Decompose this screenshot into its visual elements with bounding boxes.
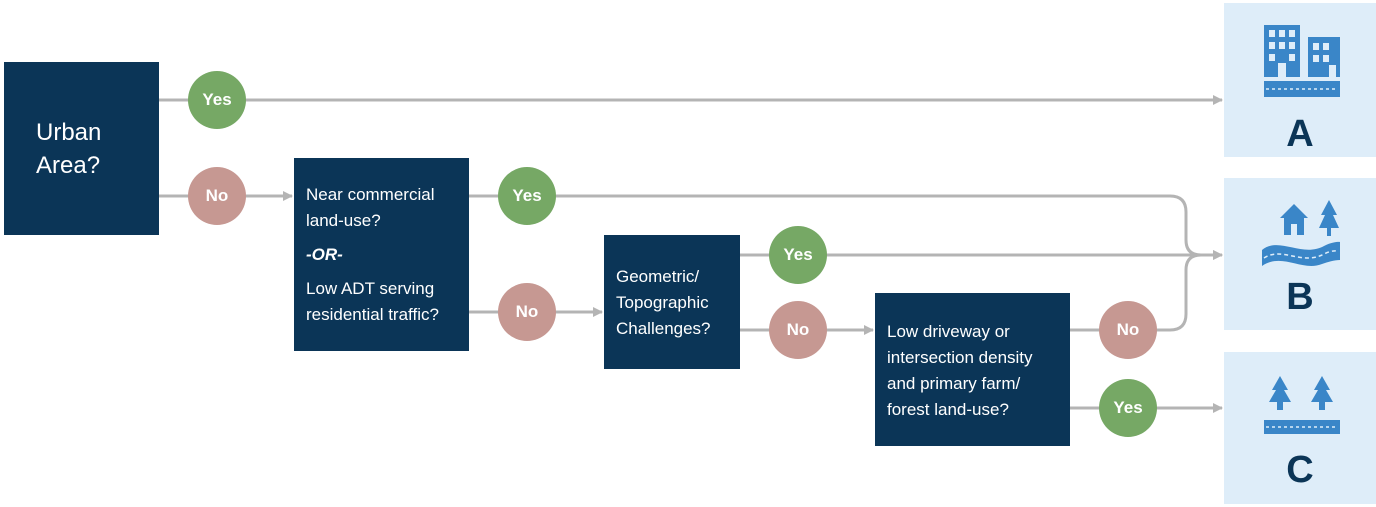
density-no-badge: No bbox=[1099, 301, 1157, 359]
city-buildings-icon bbox=[1264, 25, 1340, 97]
outcome-c-panel: C bbox=[1224, 352, 1376, 504]
decision-commercial-or: -OR- bbox=[306, 245, 343, 264]
decision-geometric-topographic: Geometric/ Topographic Challenges? bbox=[604, 235, 740, 369]
outcome-c-letter: C bbox=[1286, 449, 1314, 491]
commercial-yes-connector bbox=[468, 194, 1223, 260]
decision-density-line-1: Low driveway or bbox=[887, 322, 1010, 341]
forest-trees-road-icon bbox=[1264, 376, 1340, 434]
urban-yes-badge: Yes bbox=[188, 71, 246, 129]
decision-density-line-3: and primary farm/ bbox=[887, 374, 1021, 393]
outcome-b-panel: B bbox=[1224, 178, 1376, 330]
decision-density-line-4: forest land-use? bbox=[887, 400, 1009, 419]
decision-commercial-line-3: Low ADT serving bbox=[306, 279, 435, 298]
commercial-yes-badge: Yes bbox=[498, 167, 556, 225]
decision-geometric-line-2: Topographic bbox=[616, 293, 709, 312]
decision-urban-line-1: Urban bbox=[36, 119, 102, 146]
decision-commercial-line-4: residential traffic? bbox=[306, 305, 439, 324]
urban-no-badge: No bbox=[188, 167, 246, 225]
density-yes-badge: Yes bbox=[1099, 379, 1157, 437]
decision-urban-line-2: Area? bbox=[36, 152, 101, 179]
decision-urban-area: Urban Area? bbox=[4, 62, 159, 235]
decision-geometric-line-3: Challenges? bbox=[616, 319, 711, 338]
outcome-a-letter: A bbox=[1286, 113, 1314, 155]
house-tree-winding-road-icon bbox=[1262, 200, 1340, 266]
outcome-b-letter: B bbox=[1286, 276, 1314, 318]
commercial-no-badge: No bbox=[498, 283, 556, 341]
geometric-no-badge: No bbox=[769, 301, 827, 359]
decision-commercial-line-1: Near commercial bbox=[306, 185, 435, 204]
geometric-yes-badge: Yes bbox=[769, 226, 827, 284]
decision-density-line-2: intersection density bbox=[887, 348, 1033, 367]
decision-commercial-land-use: Near commercial land-use? -OR- Low ADT s… bbox=[294, 158, 469, 351]
decision-geometric-line-1: Geometric/ bbox=[616, 267, 700, 286]
outcome-a-panel: A bbox=[1224, 3, 1376, 157]
density-no-connector bbox=[1070, 253, 1202, 332]
decision-driveway-density: Low driveway or intersection density and… bbox=[875, 293, 1070, 446]
decision-commercial-line-2: land-use? bbox=[306, 211, 381, 230]
